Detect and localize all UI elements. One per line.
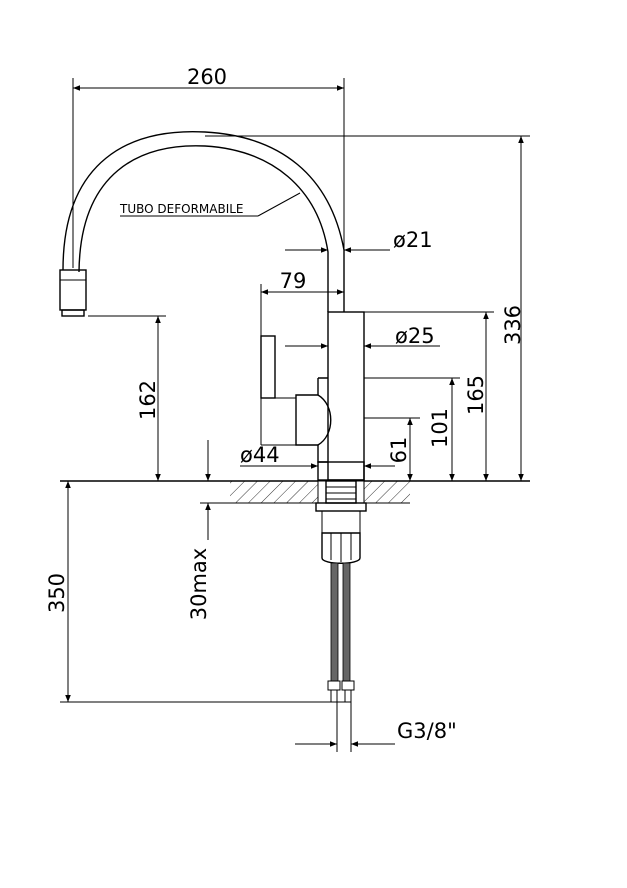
label-dia-25: ø25 <box>395 324 435 348</box>
label-260: 260 <box>187 65 227 89</box>
dimensions <box>60 78 530 752</box>
label-79: 79 <box>280 269 307 293</box>
spout-aerator <box>61 309 85 317</box>
base-ring <box>317 461 365 481</box>
label-g38: G3/8" <box>397 719 457 743</box>
spout-nozzle <box>59 269 87 311</box>
label-165: 165 <box>464 375 488 415</box>
countertop-section <box>60 480 530 504</box>
lever-handle <box>260 335 276 399</box>
label-dia-44: ø44 <box>240 443 280 467</box>
spout-inner-line <box>78 145 329 312</box>
cartridge-curve <box>317 394 332 446</box>
label-30max: 30max <box>187 548 211 620</box>
hose-right <box>342 562 351 682</box>
label-61: 61 <box>387 437 411 464</box>
label-162: 162 <box>136 380 160 420</box>
note-tubo-deformabile: TUBO DEFORMABILE <box>119 202 244 216</box>
label-336: 336 <box>501 305 525 345</box>
label-101: 101 <box>428 408 452 448</box>
faucet-body <box>59 130 365 481</box>
dimension-labels: 260 336 ø21 79 ø25 165 101 61 162 ø44 30… <box>45 65 525 743</box>
flexible-hoses <box>327 562 355 703</box>
body-column <box>327 311 365 481</box>
label-350: 350 <box>45 573 69 613</box>
cartridge <box>295 377 328 463</box>
label-dia-21: ø21 <box>393 228 433 252</box>
fixing-assembly <box>315 480 367 564</box>
spout-outer-line <box>62 130 345 312</box>
fixing-washer <box>315 502 367 512</box>
hose-left <box>330 562 339 682</box>
